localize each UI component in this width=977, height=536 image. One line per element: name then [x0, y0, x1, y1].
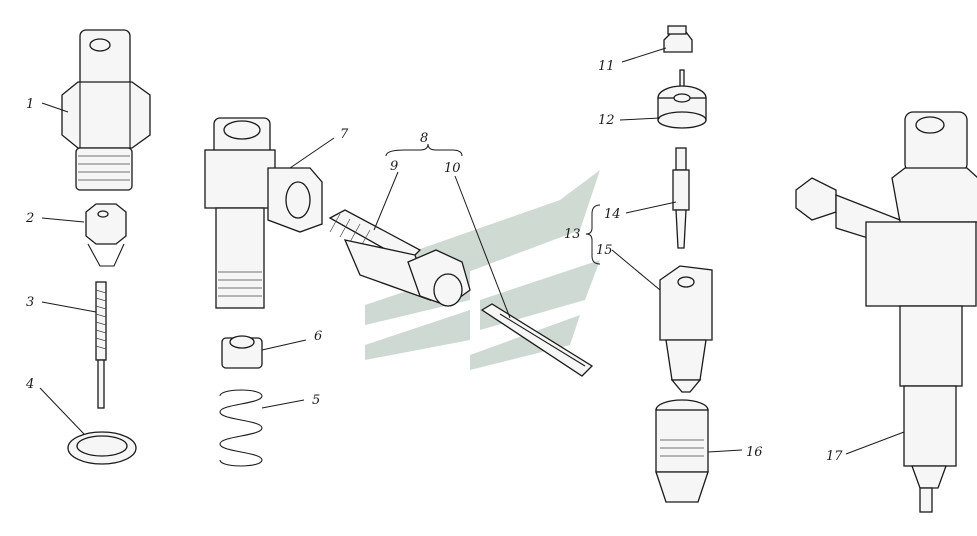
part-9-tube-nut — [328, 209, 471, 307]
label-10: 10 — [444, 161, 461, 176]
label-2: 2 — [25, 211, 34, 226]
label-9: 9 — [390, 159, 398, 174]
label-11: 11 — [598, 59, 615, 74]
part-4-washer — [67, 431, 137, 465]
label-1: 1 — [26, 97, 34, 112]
part-6-bushing — [221, 335, 263, 369]
part-16-cap-nut — [655, 399, 709, 503]
part-14-needle — [672, 147, 690, 249]
part-17-injector — [795, 111, 977, 513]
part-labels: 1 2 3 4 5 6 7 8 9 10 11 12 13 14 15 16 1… — [25, 59, 843, 464]
part-12-disc — [657, 69, 707, 129]
part-7-tee-body — [204, 117, 323, 309]
label-16: 16 — [746, 445, 763, 460]
label-3: 3 — [26, 295, 34, 310]
label-5: 5 — [312, 393, 320, 408]
label-17: 17 — [826, 449, 843, 464]
part-15-nozzle-body — [659, 265, 713, 393]
part-10-pin — [480, 303, 594, 377]
label-8: 8 — [420, 131, 428, 146]
label-13: 13 — [564, 227, 581, 242]
label-4: 4 — [25, 377, 34, 392]
label-7: 7 — [340, 127, 349, 142]
part-2-nut — [85, 203, 127, 267]
label-15: 15 — [596, 243, 613, 258]
label-12: 12 — [598, 113, 615, 128]
label-6: 6 — [314, 329, 322, 344]
part-11-cap — [663, 25, 693, 53]
part-1-fitting — [61, 29, 151, 191]
leader-lines — [39, 47, 905, 455]
part-3-rod — [95, 281, 107, 409]
label-14: 14 — [604, 207, 621, 222]
part-5-spring — [219, 389, 263, 467]
